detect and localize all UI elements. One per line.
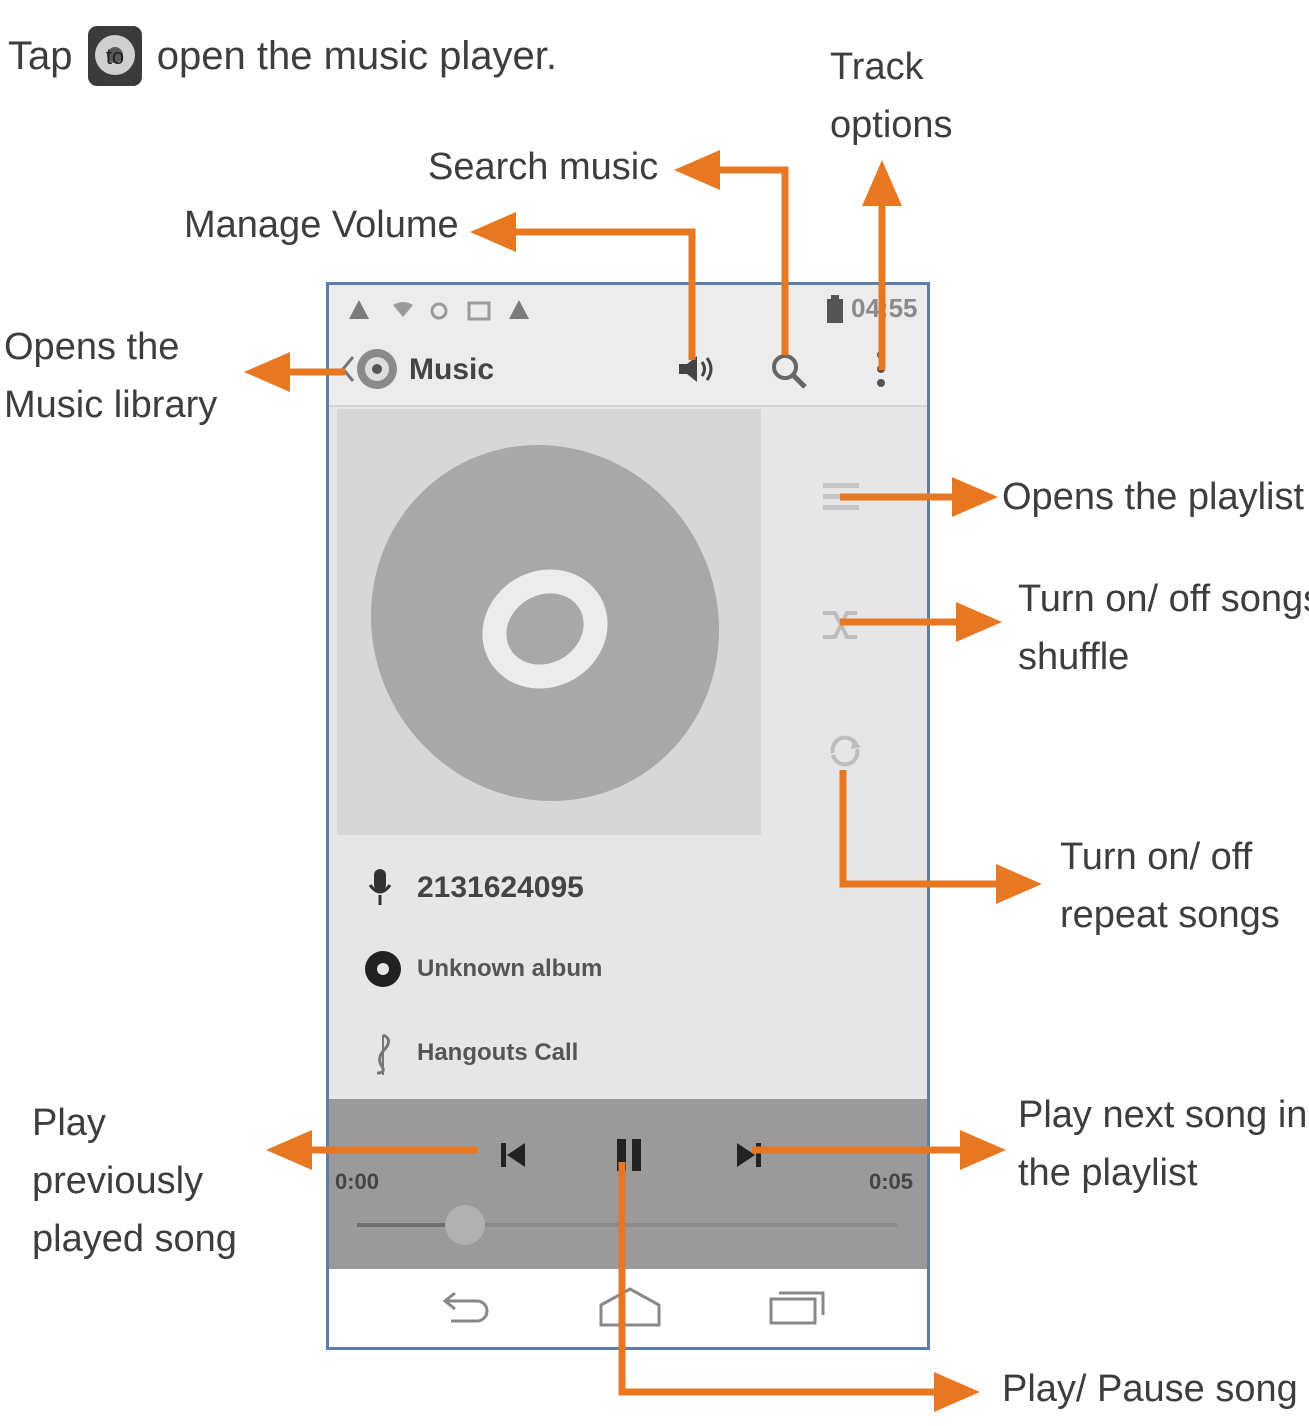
music-note-icon: [376, 1033, 390, 1075]
overflow-menu-icon: [877, 351, 885, 387]
track-artist: 2131624095: [417, 871, 584, 904]
label-music-library: Opens the Music library: [4, 318, 217, 434]
album-art: [337, 409, 761, 835]
label-repeat: Turn on/ off repeat songs: [1060, 828, 1280, 944]
arrowhead-previous: [266, 1130, 312, 1170]
app-title: Music: [409, 353, 495, 386]
intro-suffix: open the music player.: [156, 34, 557, 78]
nav-recents-button[interactable]: [767, 1285, 831, 1329]
arrowhead-track-options: [862, 160, 902, 206]
nav-home-icon: [599, 1287, 661, 1327]
search-icon: [772, 354, 807, 389]
elapsed-time: 0:00: [335, 1169, 380, 1194]
label-music-library-line2: Music library: [4, 384, 218, 426]
volume-icon: [679, 356, 713, 382]
music-app-icon: to: [86, 22, 144, 90]
seek-bar[interactable]: [357, 1205, 897, 1245]
arrowhead-library: [244, 352, 290, 392]
repeat-icon: [830, 735, 861, 767]
label-next-line2: the playlist: [1018, 1152, 1198, 1194]
phone-screen: 04:55 Music: [326, 282, 930, 1350]
label-previous-line2: previously: [32, 1160, 204, 1202]
seek-progress: [357, 1223, 465, 1227]
search-button[interactable]: [767, 349, 811, 393]
skip-next-icon: [737, 1143, 761, 1167]
track-album: Unknown album: [417, 955, 603, 982]
intro-instruction: Tap to open the music player.: [8, 22, 557, 90]
microphone-icon: [368, 869, 392, 905]
skip-previous-icon: [501, 1143, 525, 1167]
label-playlist: Opens the playlist: [1002, 476, 1305, 518]
label-previous-line1: Play: [32, 1102, 106, 1144]
status-time: 04:55: [851, 293, 918, 323]
playlist-icon: [823, 483, 859, 510]
music-logo-icon: [357, 349, 397, 389]
arrowhead-play-pause: [934, 1372, 980, 1412]
label-next-line1: Play next song in: [1018, 1094, 1308, 1136]
label-shuffle-line2: shuffle: [1018, 636, 1130, 678]
label-track-options: Track options: [830, 38, 953, 154]
intro-prefix: Tap: [8, 34, 73, 78]
arrowhead-repeat: [996, 864, 1042, 904]
action-bar: Music: [329, 333, 927, 407]
track-info: 2131624095 Unknown album Hangouts Call: [329, 845, 927, 1097]
nav-back-button[interactable]: [431, 1289, 495, 1329]
label-shuffle-line1: Turn on/ off songs: [1018, 578, 1309, 620]
label-repeat-line2: repeat songs: [1060, 894, 1280, 936]
label-repeat-line1: Turn on/ off: [1060, 836, 1253, 878]
nav-home-button[interactable]: [597, 1283, 663, 1329]
album-icon: [365, 951, 401, 987]
arrowhead-playlist: [952, 477, 998, 517]
nav-bar: [329, 1269, 927, 1347]
label-track-options-line2: options: [830, 104, 953, 146]
library-up-button[interactable]: [337, 343, 401, 395]
back-arrow-icon: [341, 356, 355, 382]
notification-icons: [349, 300, 529, 321]
battery-icon: [827, 295, 843, 323]
label-manage-volume: Manage Volume: [184, 204, 459, 246]
arrowhead-search: [674, 150, 720, 190]
nav-recents-icon: [769, 1291, 825, 1325]
arrowhead-volume: [470, 212, 516, 252]
next-button[interactable]: [729, 1135, 769, 1175]
volume-button[interactable]: [675, 351, 715, 387]
label-shuffle: Turn on/ off songs shuffle: [1018, 570, 1309, 686]
label-next: Play next song in the playlist: [1018, 1086, 1307, 1202]
arrowhead-next: [960, 1130, 1006, 1170]
app-icon-overlay-text: to: [105, 44, 123, 69]
previous-button[interactable]: [493, 1135, 533, 1175]
label-track-options-line1: Track: [830, 46, 924, 88]
overflow-menu-button[interactable]: [869, 347, 893, 393]
arrowhead-shuffle: [956, 602, 1002, 642]
album-disc-icon: [370, 444, 720, 802]
status-bar: 04:55: [329, 285, 927, 333]
label-search-music: Search music: [428, 146, 659, 188]
label-play-pause: Play/ Pause song: [1002, 1368, 1298, 1410]
play-pause-button[interactable]: [609, 1133, 649, 1177]
shuffle-icon: [823, 611, 857, 639]
playlist-button[interactable]: [819, 475, 863, 519]
playback-controls: 0:00 0:05: [329, 1099, 927, 1269]
label-previous: Play previously played song: [32, 1094, 237, 1268]
repeat-button[interactable]: [825, 731, 865, 771]
seek-thumb[interactable]: [445, 1205, 485, 1245]
track-title: Hangouts Call: [417, 1039, 579, 1066]
total-duration: 0:05: [869, 1169, 914, 1194]
label-previous-line3: played song: [32, 1218, 237, 1260]
nav-back-icon: [442, 1291, 489, 1323]
shuffle-button[interactable]: [819, 603, 863, 647]
pause-icon: [617, 1139, 641, 1171]
label-music-library-line1: Opens the: [4, 326, 180, 368]
